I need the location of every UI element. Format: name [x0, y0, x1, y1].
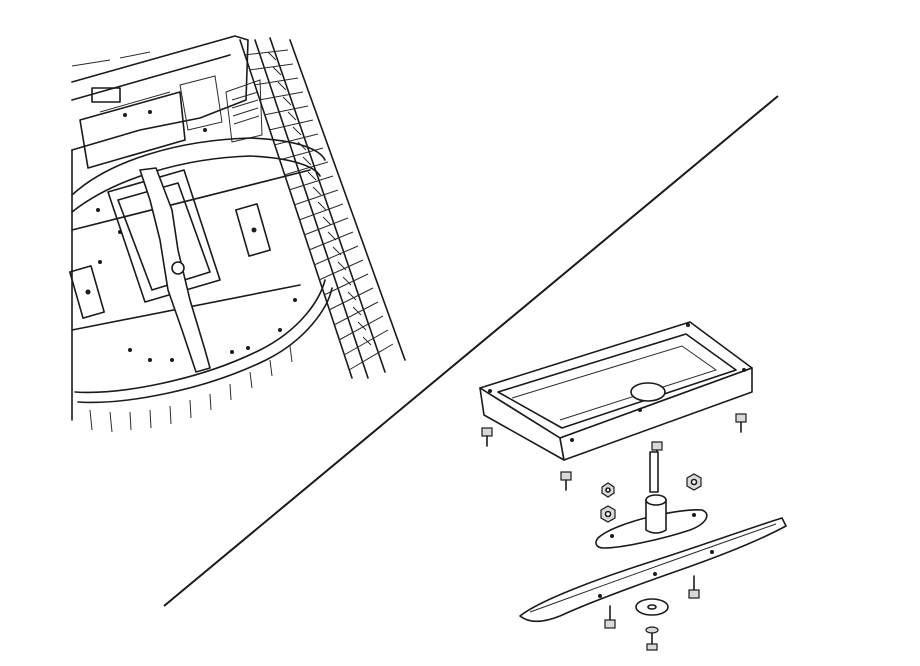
bolt-icon — [481, 427, 493, 447]
blade-drive-exploded-view — [479, 321, 787, 651]
bolt-icon — [604, 605, 616, 629]
blade-washer — [635, 598, 669, 616]
nut-icon — [601, 482, 615, 498]
bolt-icon — [688, 575, 700, 599]
nut-icon — [600, 505, 616, 523]
bolt-icon — [735, 413, 747, 433]
blade-adapter — [595, 494, 708, 549]
bolt-icon — [645, 626, 659, 651]
deck-shell — [71, 137, 333, 433]
deck-pan — [479, 321, 753, 461]
panel-divider-line — [163, 95, 779, 607]
mower-deck-assembly — [69, 35, 406, 433]
pan-mounting-bolts — [481, 413, 747, 491]
deck-blade — [139, 167, 211, 373]
track-rail — [239, 37, 406, 379]
blade-bolts — [604, 575, 700, 651]
nut-icon — [686, 473, 702, 491]
bolt-icon — [560, 471, 572, 491]
mower-blade — [519, 517, 787, 623]
spindle-shaft — [649, 451, 659, 493]
deck-fasteners — [96, 110, 297, 362]
hub-nuts — [600, 473, 702, 523]
